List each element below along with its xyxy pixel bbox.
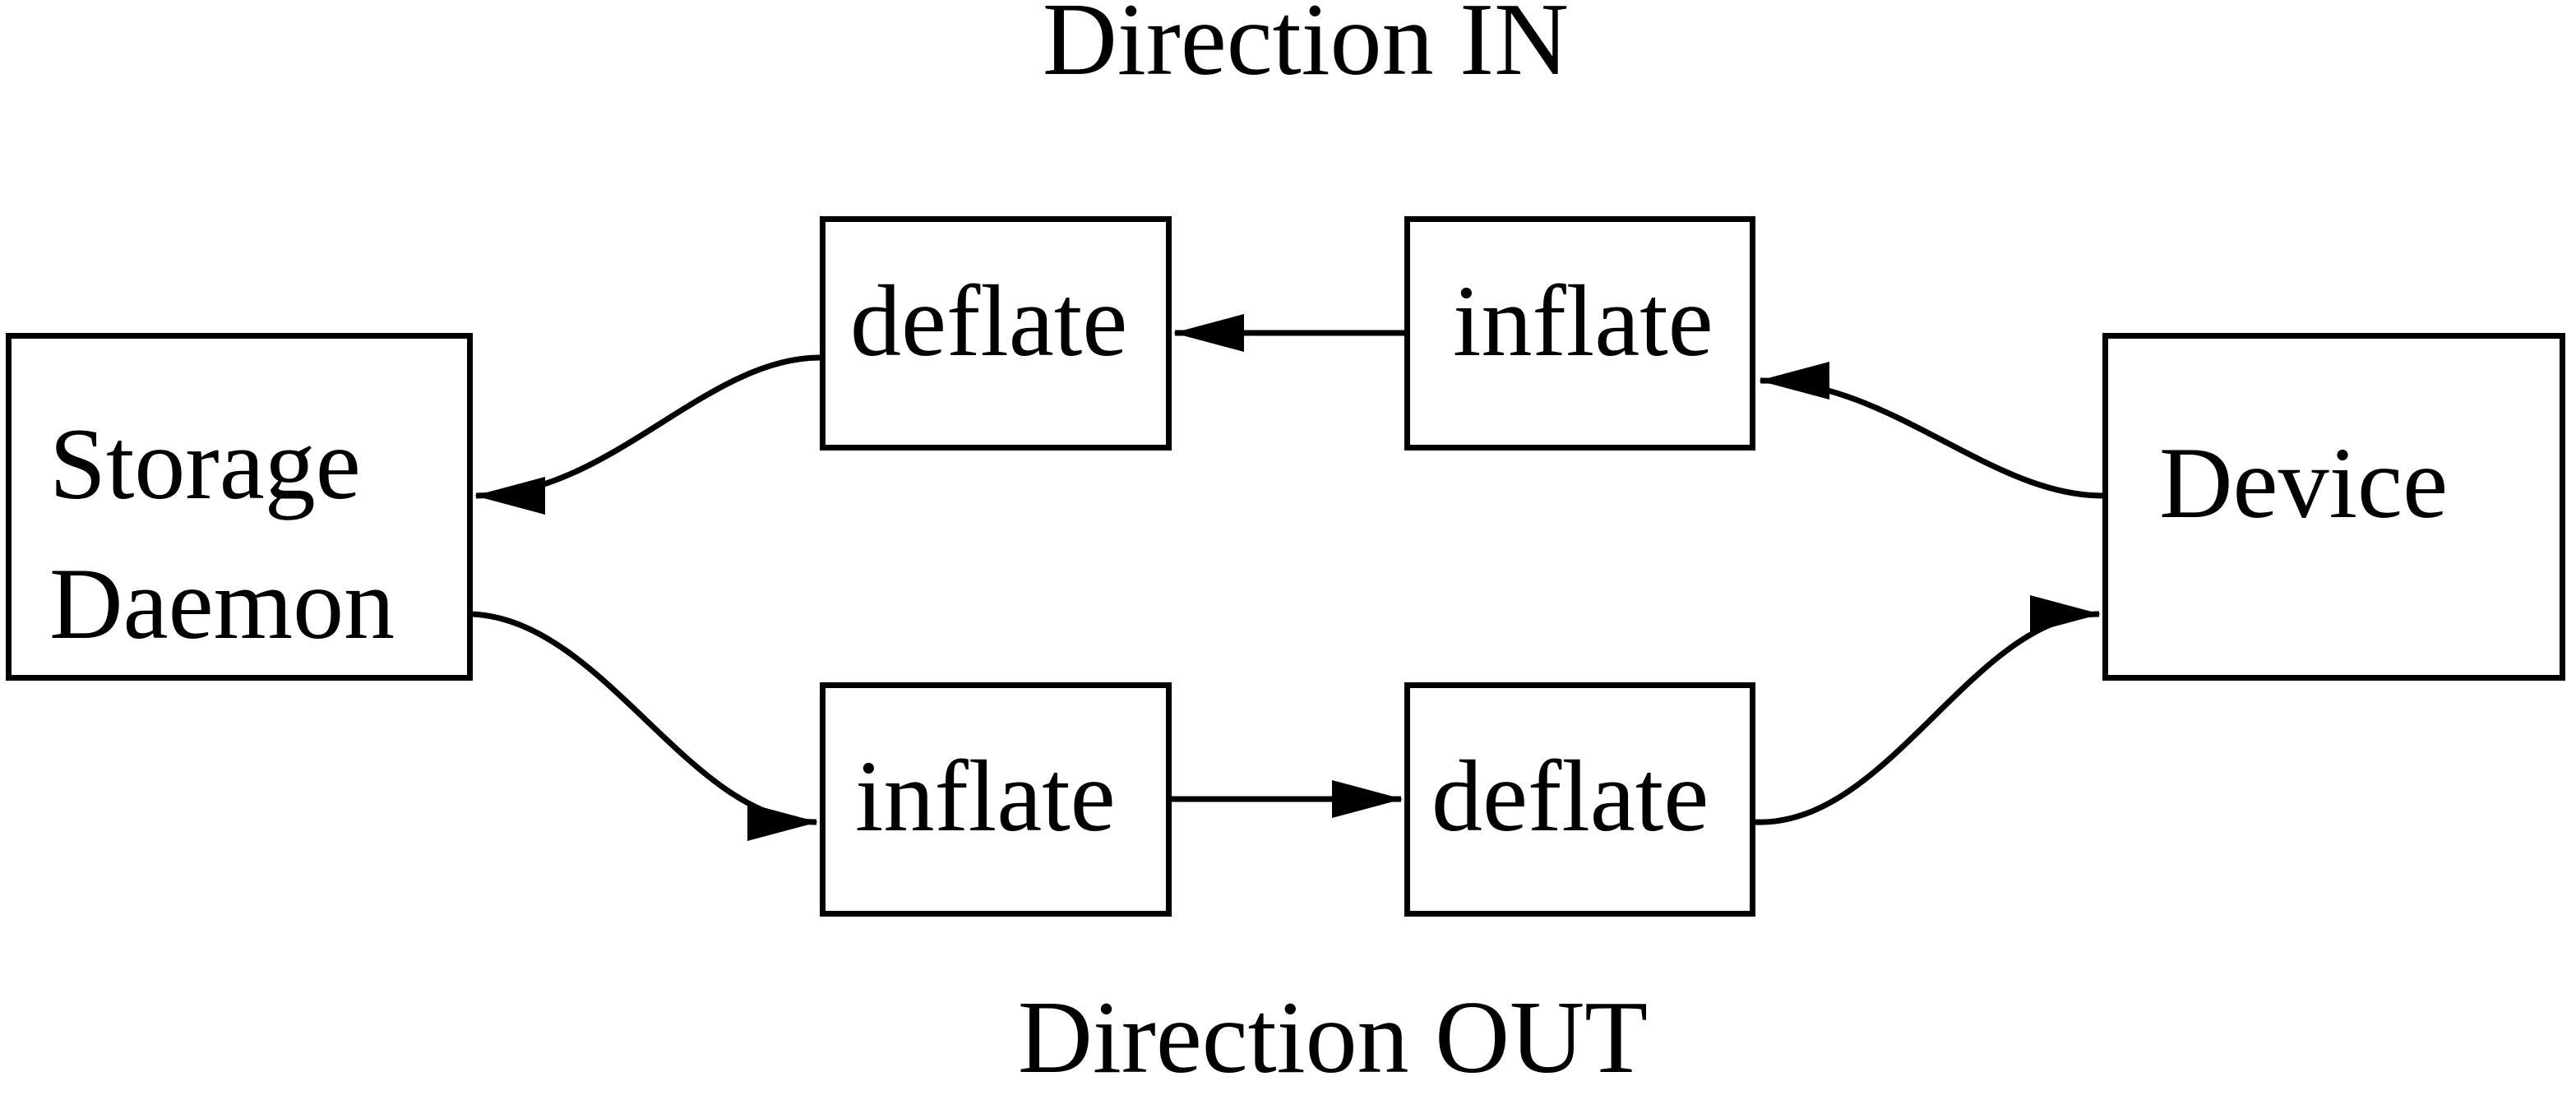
direction-out-title: Direction OUT xyxy=(1017,981,1649,1095)
arrow-deflate-in-to-storage xyxy=(474,354,821,515)
node-inflate-out-label: inflate xyxy=(855,740,1116,853)
node-deflate-in: deflate xyxy=(820,216,1172,450)
arrow-storage-to-inflate-out xyxy=(472,611,818,841)
node-device-label: Device xyxy=(2159,427,2449,540)
node-inflate-in-label: inflate xyxy=(1453,265,1713,378)
node-storage-daemon: Storage Daemon xyxy=(6,333,473,681)
node-deflate-in-label: deflate xyxy=(850,265,1128,378)
node-inflate-out: inflate xyxy=(820,682,1172,917)
arrow-device-to-inflate-in xyxy=(1759,362,2103,499)
node-device: Device xyxy=(2102,333,2565,681)
node-storage-daemon-label: Storage Daemon xyxy=(49,407,395,660)
node-inflate-in: inflate xyxy=(1404,216,1755,450)
node-deflate-out: deflate xyxy=(1404,682,1755,917)
node-deflate-out-label: deflate xyxy=(1431,740,1709,853)
arrow-deflate-out-to-device xyxy=(1755,595,2101,825)
direction-in-title: Direction IN xyxy=(1042,0,1570,97)
